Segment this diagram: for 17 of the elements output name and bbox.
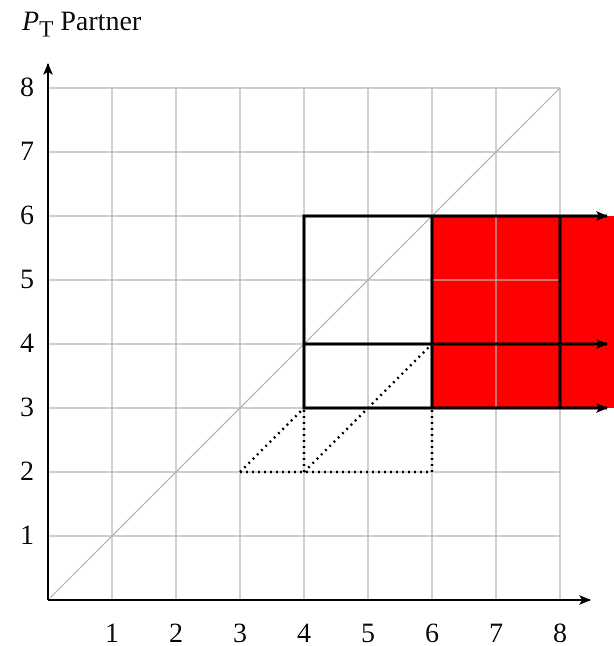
tick-label: 2 [20,458,34,486]
tick-label: 1 [105,620,119,646]
tick-label: 7 [489,620,503,646]
tick-label: 3 [20,394,34,422]
axis-title: P$_{T}$ Partner [22,8,142,42]
tick-label: 2 [169,620,183,646]
tick-label: 4 [297,620,311,646]
tick-label: 6 [425,620,439,646]
tick-label: 3 [233,620,247,646]
tick-label: 4 [20,330,34,358]
tick-label: 7 [20,138,34,166]
tick-label: 1 [20,522,34,550]
tick-label: 5 [361,620,375,646]
tick-label: 5 [20,266,34,294]
tick-label: 8 [553,620,567,646]
tick-label: 8 [20,74,34,102]
tick-label: 6 [20,202,34,230]
